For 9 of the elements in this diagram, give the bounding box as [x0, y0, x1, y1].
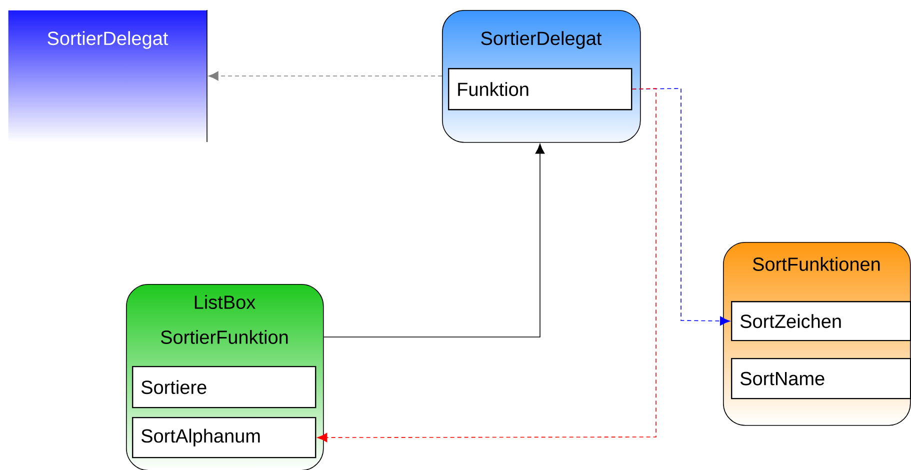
- member-box: SortAlphanum: [132, 416, 316, 458]
- connector-arrow: [323, 144, 545, 338]
- connector-arrow: [317, 88, 656, 442]
- member-box: Sortiere: [132, 366, 316, 408]
- member-box: SortZeichen: [731, 300, 911, 342]
- connector-arrow: [208, 71, 442, 81]
- member-box: Funktion: [448, 68, 632, 110]
- member-box: SortName: [731, 358, 911, 400]
- class-box: SortierDelegat: [48, 10, 208, 142]
